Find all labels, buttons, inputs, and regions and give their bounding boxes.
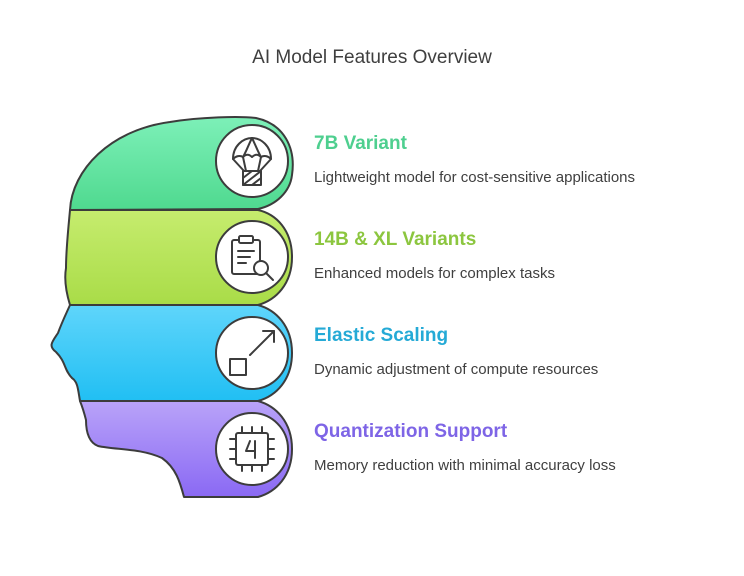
parachute-icon [232,137,272,186]
feature-title: 14B & XL Variants [314,229,477,250]
feature-elastic-scaling: Elastic Scaling Dynamic adjustment of co… [314,325,598,379]
feature-quantization-support: Quantization Support Memory reduction wi… [314,421,616,475]
feature-7b-variant: 7B Variant Lightweight model for cost-se… [314,133,635,187]
icon-circle-4 [215,412,289,486]
feature-description: Enhanced models for complex tasks [314,265,555,282]
feature-description: Lightweight model for cost-sensitive app… [314,169,635,186]
feature-title: 7B Variant [314,133,407,154]
clipboard-search-icon [231,235,274,281]
feature-description: Memory reduction with minimal accuracy l… [314,457,616,474]
icon-circle-1 [215,124,289,198]
chip-icon [229,426,275,472]
feature-title: Elastic Scaling [314,325,449,346]
scale-arrow-icon [229,330,275,376]
feature-title: Quantization Support [314,421,508,442]
diagram-title: AI Model Features Overview [252,47,492,68]
feature-14b-xl-variants: 14B & XL Variants Enhanced models for co… [314,229,555,283]
icon-circle-2 [215,220,289,294]
feature-description: Dynamic adjustment of compute resources [314,361,599,378]
